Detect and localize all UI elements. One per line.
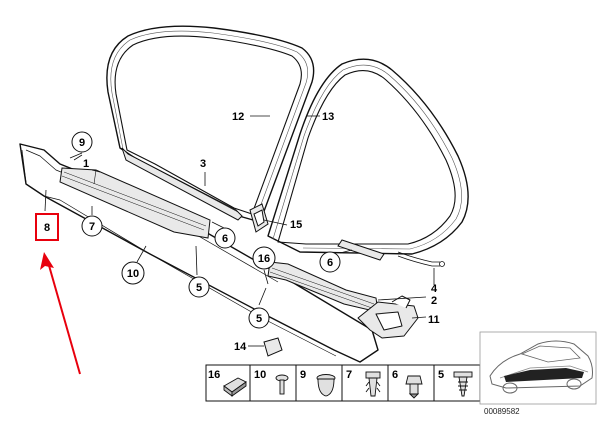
callout-5-right: 5: [248, 307, 270, 329]
callout-10: 10: [121, 261, 145, 285]
callout-7: 7: [81, 215, 103, 237]
label-part-2: 2: [431, 295, 437, 307]
svg-text:16: 16: [258, 253, 270, 265]
leader-lines: [44, 115, 435, 347]
drawing-code: 00089582: [484, 407, 520, 416]
svg-text:6: 6: [222, 233, 228, 245]
legend-label-6: 6: [392, 369, 398, 381]
legend-label-7: 7: [346, 369, 352, 381]
label-part-4: 4: [431, 283, 438, 295]
callout-9: 9: [71, 131, 93, 153]
svg-text:8: 8: [44, 222, 50, 234]
legend-label-9: 9: [300, 369, 306, 381]
legend-label-16: 16: [208, 369, 220, 381]
svg-text:5: 5: [256, 313, 262, 325]
bracket-11-drawing: [357, 295, 419, 339]
svg-text:5: 5: [196, 282, 202, 294]
legend-label-10: 10: [254, 369, 266, 381]
label-part-3: 3: [200, 158, 206, 170]
grommet-icon: [316, 374, 336, 397]
expansion-nut-icon: [405, 375, 423, 399]
red-pointer-arrow: [40, 252, 81, 375]
svg-text:9: 9: [79, 137, 85, 149]
svg-text:6: 6: [327, 257, 333, 269]
trim-piece-15-drawing: [249, 203, 269, 233]
callout-6-left: 6: [214, 227, 236, 249]
fir-tree-clip-icon: [453, 371, 473, 397]
label-part-13: 13: [322, 111, 334, 123]
label-part-11: 11: [428, 314, 440, 326]
push-clip-icon: [365, 371, 381, 397]
sill-inner-strip-drawing: [121, 147, 243, 221]
car-thumbnail-icon: [479, 331, 597, 405]
callout-5-left: 5: [188, 276, 210, 298]
svg-text:10: 10: [127, 268, 139, 280]
entrance-strip-drawing: [59, 167, 211, 239]
cable-4-drawing: [397, 251, 445, 267]
clip-block-icon: [223, 377, 247, 397]
label-part-12: 12: [232, 111, 244, 123]
rear-door-strip-drawing: [337, 239, 385, 261]
highlight-part-8: 8: [35, 213, 59, 241]
rivet-icon: [275, 374, 289, 395]
svg-text:7: 7: [89, 221, 95, 233]
label-part-14: 14: [234, 341, 247, 353]
callout-16: 16: [252, 246, 276, 270]
label-part-15: 15: [290, 219, 302, 231]
callout-6-right: 6: [319, 251, 341, 273]
legend-label-5: 5: [438, 369, 444, 381]
rear-door-seal-drawing: [267, 58, 469, 255]
clip-14-drawing: [263, 337, 283, 357]
label-part-1: 1: [83, 158, 89, 170]
front-door-seal-drawing: [106, 25, 315, 223]
fastener-legend: 16 10 9 7 6 5: [205, 364, 481, 402]
